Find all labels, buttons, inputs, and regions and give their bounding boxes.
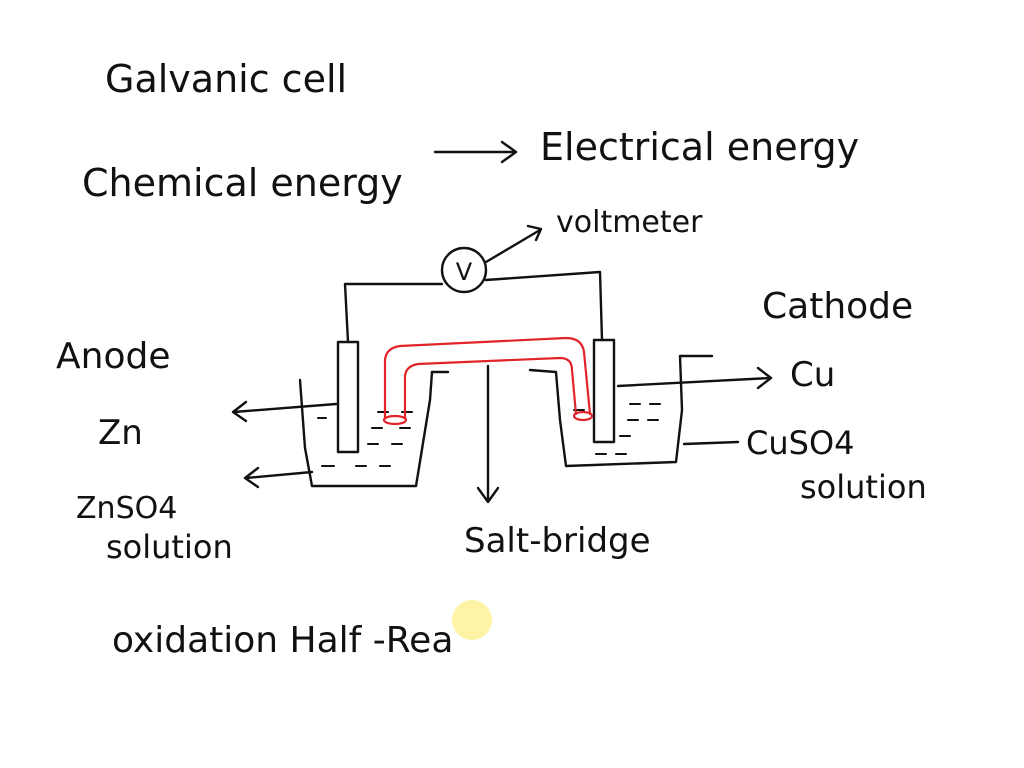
anode-beaker	[298, 370, 450, 488]
cathode-electrode	[592, 338, 616, 444]
anode-solution	[317, 411, 413, 467]
anode-metal-arrow	[231, 400, 338, 423]
voltmeter-symbol: V	[456, 258, 473, 286]
energy-to-label: Electrical energy	[540, 125, 859, 169]
cathode-metal-arrow	[616, 366, 773, 390]
cathode-solution-label-line2: solution	[800, 468, 927, 506]
voltmeter-pointer-arrow	[484, 224, 543, 264]
footer-text: oxidation Half -Rea	[112, 620, 453, 661]
external-wire	[343, 282, 444, 344]
energy-from-label: Chemical energy	[82, 161, 403, 205]
cathode-solution	[573, 403, 661, 455]
voltmeter: V	[440, 246, 488, 294]
page-title: Galvanic cell	[105, 57, 347, 101]
anode-label: Anode	[56, 336, 170, 377]
cathode-label: Cathode	[762, 286, 913, 327]
conversion-arrow	[433, 140, 518, 164]
anode-solution-label-line1: ZnSO4	[76, 491, 177, 526]
salt-bridge-label: Salt-bridge	[464, 521, 651, 561]
cathode-solution-pointer	[682, 440, 740, 446]
cathode-beaker	[528, 354, 714, 468]
salt-bridge-arrow	[476, 364, 500, 504]
cursor-highlight	[452, 600, 492, 640]
anode-metal-label: Zn	[98, 413, 143, 453]
cathode-metal-label: Cu	[790, 355, 835, 395]
external-wire-right	[484, 270, 604, 342]
cathode-solution-label-line1: CuSO4	[746, 424, 854, 462]
anode-electrode	[336, 340, 360, 454]
anode-solution-arrow	[243, 466, 314, 489]
salt-bridge-tube	[382, 336, 594, 426]
anode-solution-label-line2: solution	[106, 528, 233, 566]
voltmeter-label: voltmeter	[556, 205, 703, 240]
